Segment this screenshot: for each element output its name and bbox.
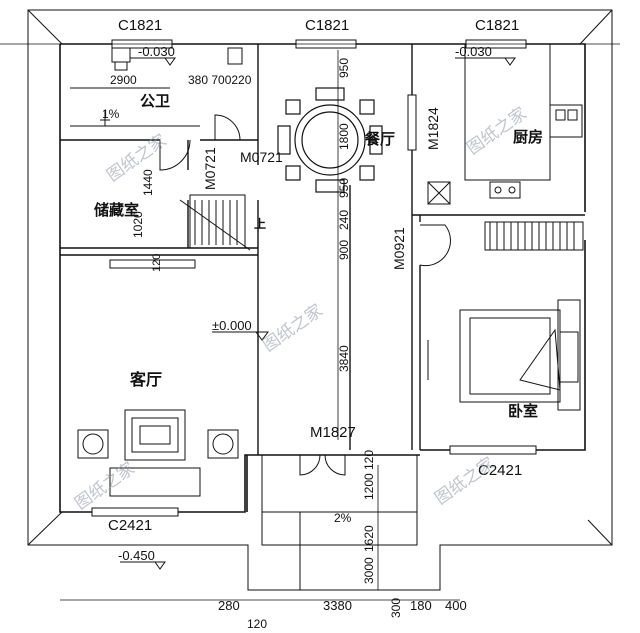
room-label-dining: 餐厅 (365, 130, 395, 148)
living-furniture (77, 259, 239, 497)
door-label-bedroom: M0921 (391, 227, 407, 270)
room-label-bedroom: 卧室 (508, 402, 538, 420)
slope-porch: 2% (334, 511, 352, 525)
dim-bath-top: 2900 (110, 73, 137, 87)
door-label-entry: M1827 (310, 424, 356, 441)
stair-up-label: 上 (254, 216, 266, 231)
roof-outline (27, 9, 613, 591)
window-label-top-right: C1821 (475, 17, 519, 34)
dim-porch-4: 3000 (362, 557, 376, 584)
window-label-top-mid: C1821 (305, 17, 349, 34)
window-symbols (91, 39, 537, 517)
dim-bottom-4: 180 (410, 598, 432, 613)
room-label-bathroom: 公卫 (140, 92, 170, 110)
dim-bottom-2: 3380 (323, 598, 352, 613)
elevation-living: ±0.000 (212, 318, 252, 333)
dim-bottom-3: 300 (389, 598, 403, 618)
dim-vertical-2: 1800 (337, 123, 351, 150)
kitchen-counter (427, 44, 583, 205)
elevation-outdoor: -0.450 (118, 548, 155, 563)
watermark-5: 图纸之家 (431, 454, 498, 509)
dim-porch-3: 1620 (362, 525, 376, 552)
dining-table (277, 87, 383, 193)
dim-porch-1: 120 (362, 450, 376, 470)
dim-porch-2: 1200 (362, 473, 376, 500)
dim-living-small: 120 (151, 254, 163, 272)
door-label-storage: M0721 (202, 147, 218, 190)
dim-storage-2: 1440 (141, 169, 155, 196)
window-label-kitchen-side: M1824 (425, 107, 441, 150)
window-label-bottom-left: C2421 (108, 517, 152, 534)
stairs (179, 194, 251, 251)
door-swings (159, 114, 451, 476)
dim-bottom-1: 280 (218, 598, 240, 613)
window-label-bottom-right: C2421 (478, 462, 522, 479)
dim-vertical-3: 950 (337, 178, 351, 198)
bath-fixtures (70, 47, 243, 127)
bedroom-furniture (427, 221, 584, 411)
dim-storage-1: 1020 (131, 211, 145, 238)
dim-bottom-6: 120 (247, 617, 267, 631)
dim-vertical-4: 240 (337, 210, 351, 230)
door-label-bath: M0721 (240, 149, 283, 165)
slope-bath: 1% (102, 107, 120, 121)
room-label-living: 客厅 (130, 370, 162, 389)
room-label-storage: 储藏室 (94, 201, 139, 219)
porch (261, 454, 418, 590)
window-label-top-left: C1821 (118, 17, 162, 34)
elevation-bath: -0.030 (138, 44, 175, 59)
dim-vertical-6: 3840 (337, 345, 351, 372)
dim-vertical-1: 950 (337, 58, 351, 78)
dim-bottom-5: 400 (445, 598, 467, 613)
elevation-kitchen: -0.030 (455, 44, 492, 59)
elevation-markers (120, 57, 516, 570)
watermark-4: 图纸之家 (71, 459, 138, 514)
dimension-lines (0, 43, 620, 601)
watermark-2: 图纸之家 (259, 301, 326, 356)
room-label-kitchen: 厨房 (513, 128, 543, 146)
dim-vertical-5: 900 (337, 240, 351, 260)
dim-bath-right: 380 700220 (188, 73, 252, 87)
